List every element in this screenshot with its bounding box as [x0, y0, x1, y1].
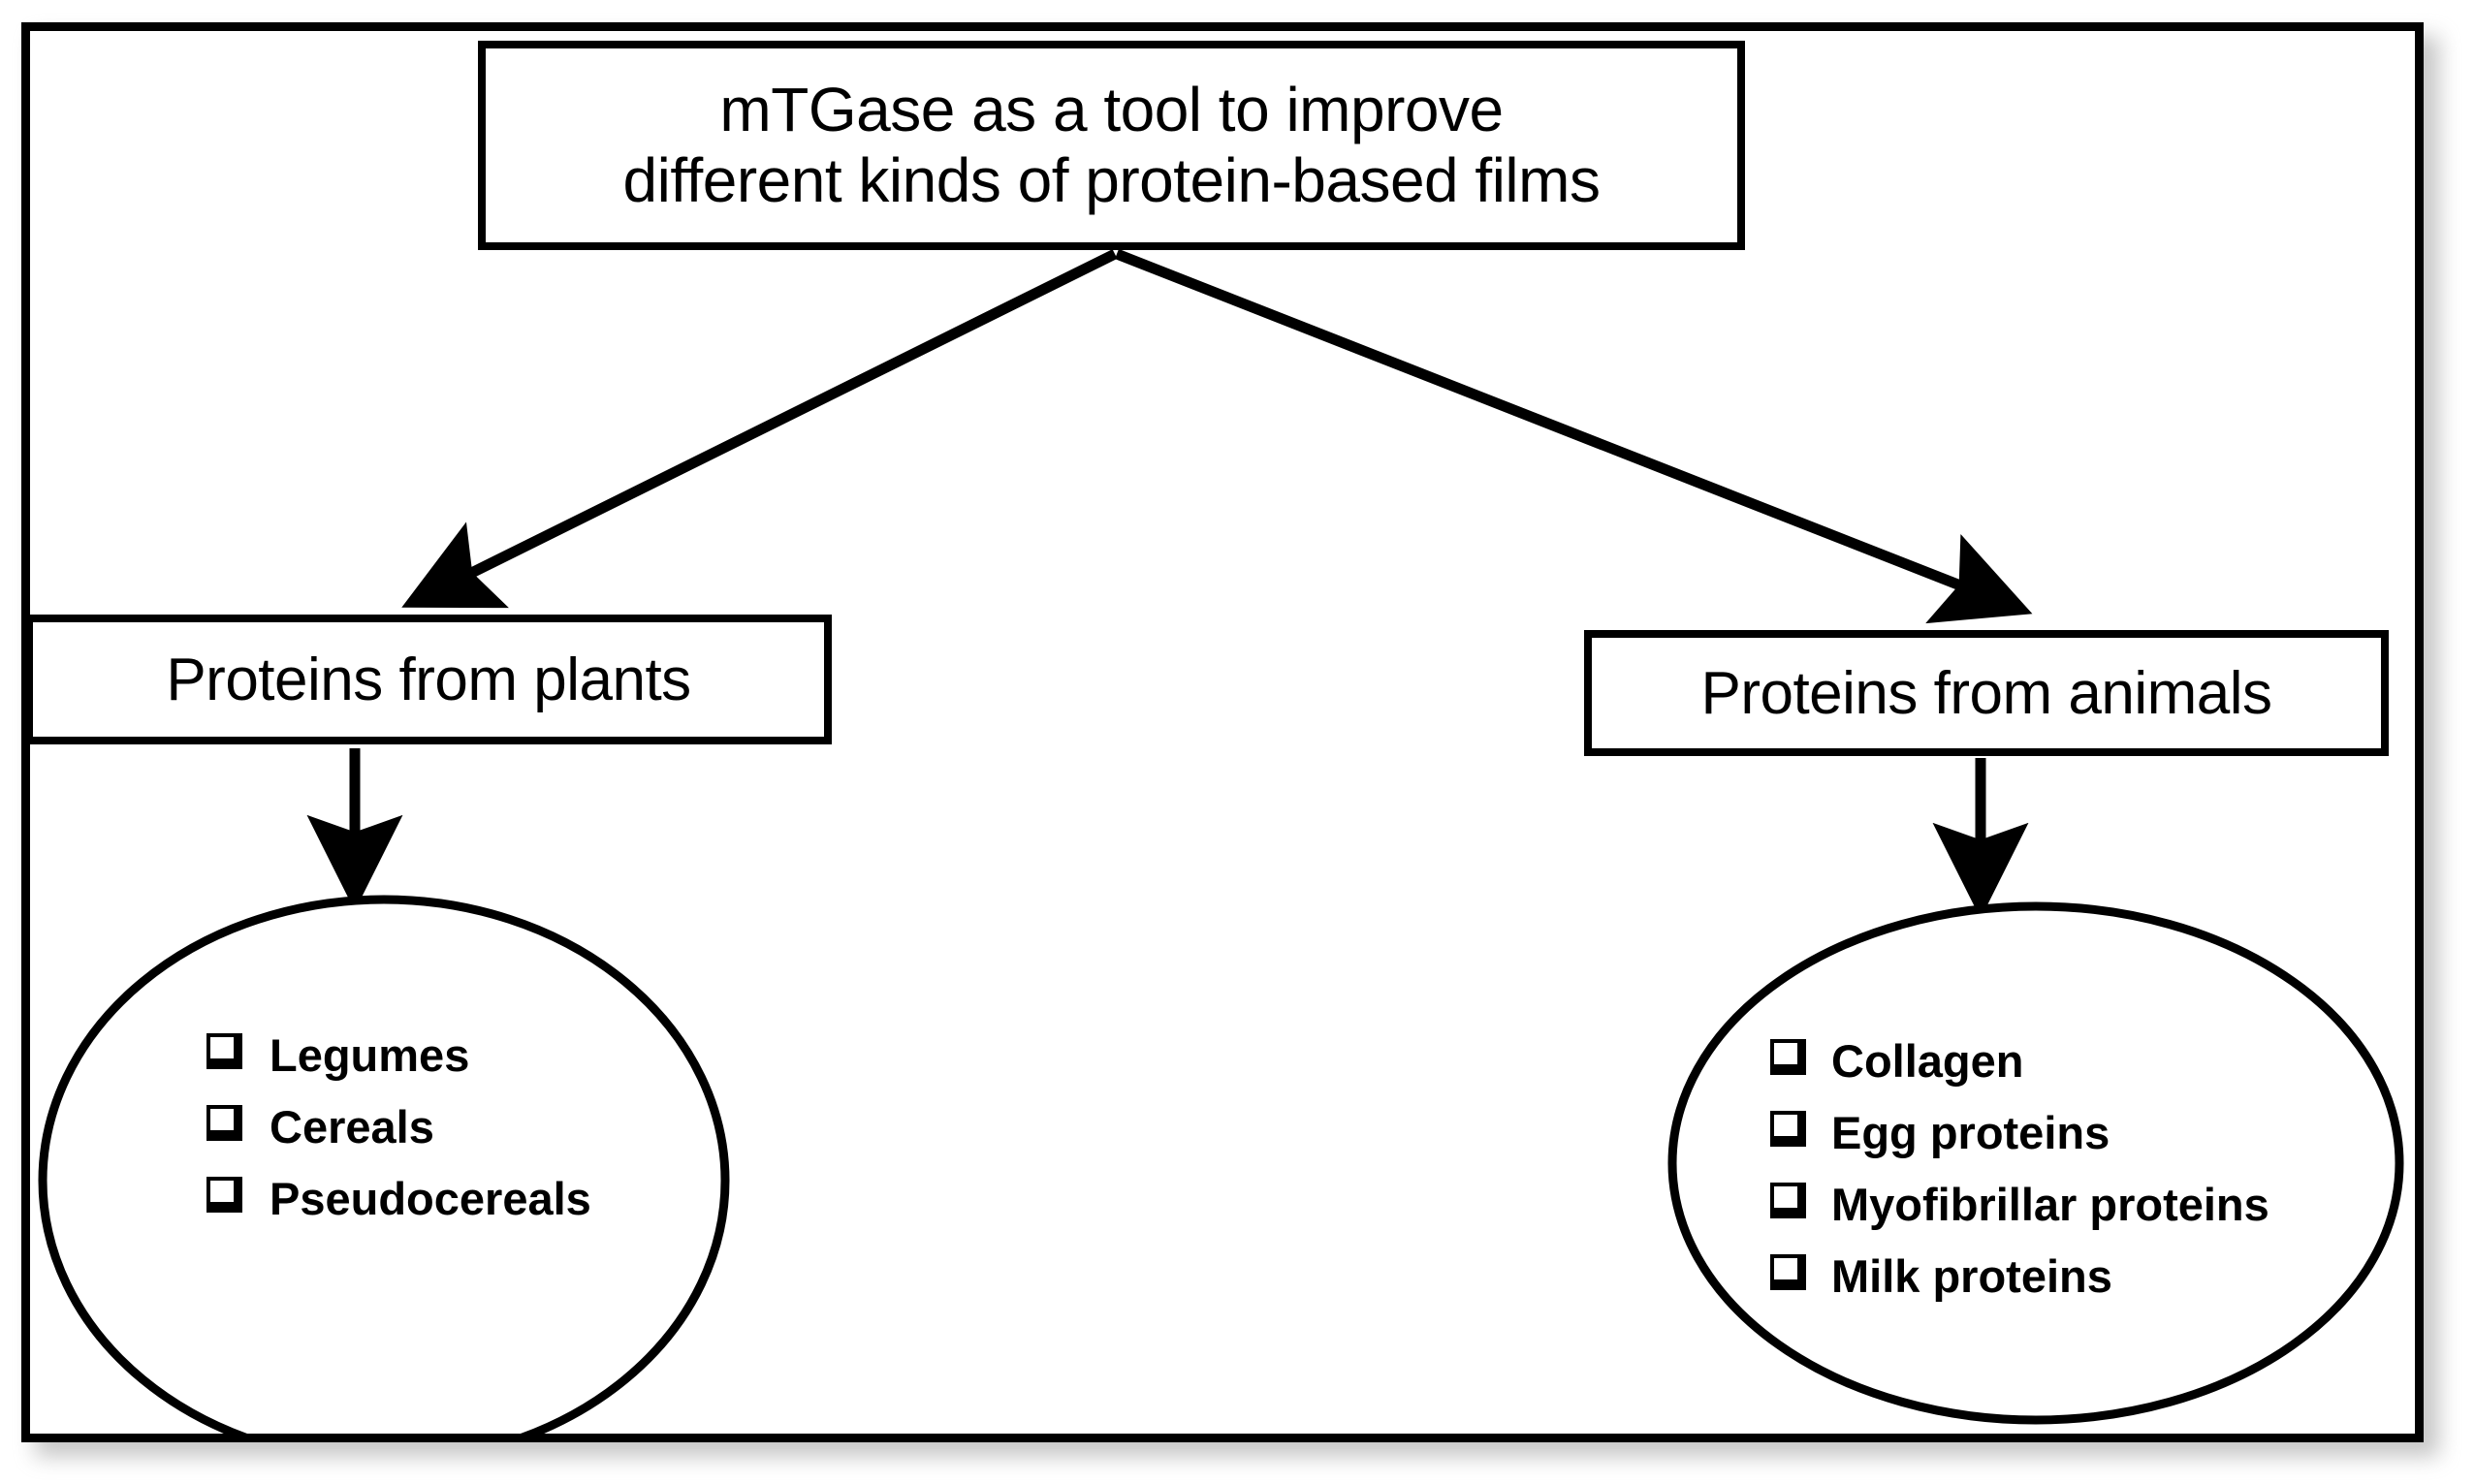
- plants-item-label: Legumes: [270, 1029, 470, 1081]
- plants-item-label: Pseudocereals: [270, 1173, 591, 1224]
- animals-item-list: Collagen Egg proteins Myofibrillar prote…: [1770, 1026, 2269, 1312]
- list-item: Myofibrillar proteins: [1770, 1169, 2269, 1241]
- plants-item-label: Cereals: [270, 1101, 434, 1152]
- checkbox-square-icon: [206, 1091, 242, 1141]
- list-item: Egg proteins: [1770, 1097, 2269, 1169]
- checkbox-square-icon: [1770, 1097, 1806, 1147]
- animals-item-label: Egg proteins: [1831, 1107, 2110, 1158]
- animals-item-label: Myofibrillar proteins: [1831, 1179, 2269, 1230]
- title-text: mTGase as a tool to improve different ki…: [623, 75, 1601, 216]
- checkbox-square-icon: [206, 1020, 242, 1069]
- list-item: Legumes: [206, 1020, 591, 1091]
- title-line-1: mTGase as a tool to improve: [719, 75, 1504, 145]
- animals-item-label: Milk proteins: [1831, 1250, 2112, 1302]
- list-item: Cereals: [206, 1091, 591, 1163]
- plants-item-list: Legumes Cereals Pseudocereals: [206, 1020, 591, 1235]
- plants-heading-box: Proteins from plants: [25, 615, 832, 744]
- list-item: Milk proteins: [1770, 1241, 2269, 1312]
- checkbox-square-icon: [206, 1163, 242, 1213]
- animals-heading-label: Proteins from animals: [1700, 659, 2272, 727]
- title-box: mTGase as a tool to improve different ki…: [478, 41, 1745, 250]
- checkbox-square-icon: [1770, 1026, 1806, 1075]
- list-item: Pseudocereals: [206, 1163, 591, 1235]
- checkbox-square-icon: [1770, 1169, 1806, 1218]
- plants-heading-label: Proteins from plants: [166, 646, 691, 713]
- checkbox-square-icon: [1770, 1241, 1806, 1290]
- animals-heading-box: Proteins from animals: [1584, 630, 2389, 756]
- title-line-2: different kinds of protein-based films: [622, 145, 1601, 215]
- animals-item-label: Collagen: [1831, 1035, 2024, 1087]
- list-item: Collagen: [1770, 1026, 2269, 1097]
